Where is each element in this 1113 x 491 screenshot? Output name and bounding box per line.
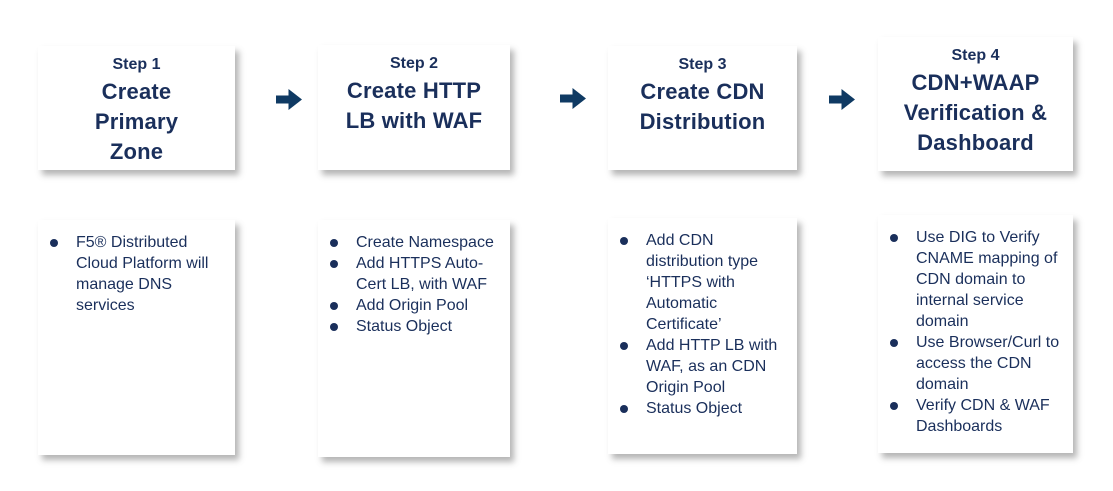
step-1-title: Create Primary Zone	[38, 77, 235, 167]
bullet-dot-icon	[330, 260, 338, 268]
step-2-title-line: LB with WAF	[345, 108, 483, 133]
bullet-text: Status Object	[356, 318, 453, 335]
step-1-bullet-list: F5® Distributed Cloud Platform will mana…	[38, 232, 229, 316]
step-2-details-box: Create Namespace Add HTTPS Auto-Cert LB,…	[318, 220, 510, 457]
bullet-text: Add Origin Pool	[356, 297, 469, 314]
step-4-title-line: Verification &	[903, 100, 1048, 125]
bullet-dot-icon	[890, 402, 898, 410]
step-3-title-line: Distribution	[639, 109, 766, 134]
step-1-label: Step 1	[112, 56, 161, 73]
bullet-dot-icon	[890, 339, 898, 347]
right-arrow-icon	[560, 87, 586, 110]
right-arrow-icon	[276, 88, 302, 111]
bullet-item: Use DIG to Verify CNAME mapping of CDN d…	[878, 227, 1067, 332]
bullet-dot-icon	[330, 302, 338, 310]
step-1-column: Step 1 Create Primary Zone F5® Distribut…	[38, 0, 235, 491]
step-2-title-line: Create HTTP	[346, 78, 482, 103]
bullet-text: Status Object	[646, 400, 743, 417]
step-3-label: Step 3	[678, 56, 727, 73]
bullet-item: Add HTTPS Auto-Cert LB, with WAF	[318, 253, 504, 295]
bullet-dot-icon	[620, 342, 628, 350]
step-2-bullet-list: Create Namespace Add HTTPS Auto-Cert LB,…	[318, 232, 504, 337]
bullet-dot-icon	[620, 405, 628, 413]
step-4-title-line: CDN+WAAP	[911, 70, 1040, 95]
step-4-title: CDN+WAAP Verification & Dashboard	[878, 68, 1073, 158]
step-3-header-box: Step 3 Create CDN Distribution	[608, 46, 797, 170]
bullet-item: Use Browser/Curl to access the CDN domai…	[878, 332, 1067, 395]
step-1-header-box: Step 1 Create Primary Zone	[38, 46, 235, 170]
step-4-details-box: Use DIG to Verify CNAME mapping of CDN d…	[878, 215, 1073, 453]
step-3-column: Step 3 Create CDN Distribution Add CDN d…	[608, 0, 797, 491]
bullet-dot-icon	[620, 237, 628, 245]
bullet-item: Status Object	[318, 316, 504, 337]
step-2-column: Step 2 Create HTTP LB with WAF Create Na…	[318, 0, 510, 491]
step-3-bullet-list: Add CDN distribution type ‘HTTPS with Au…	[608, 230, 791, 419]
step-1-details-box: F5® Distributed Cloud Platform will mana…	[38, 220, 235, 455]
step-4-header-box: Step 4 CDN+WAAP Verification & Dashboard	[878, 37, 1073, 171]
step-3-title-line: Create CDN	[640, 79, 765, 104]
bullet-text: Create Namespace	[356, 234, 494, 251]
step-3-title: Create CDN Distribution	[608, 77, 797, 137]
step-1-title-line: Create	[101, 79, 172, 104]
step-1-title-line: Primary	[94, 109, 179, 134]
bullet-dot-icon	[50, 239, 58, 247]
step-2-title: Create HTTP LB with WAF	[318, 76, 510, 136]
bullet-text: Add CDN distribution type ‘HTTPS with Au…	[646, 232, 759, 333]
step-4-label: Step 4	[951, 47, 1000, 64]
bullet-dot-icon	[330, 323, 338, 331]
bullet-dot-icon	[890, 234, 898, 242]
bullet-item: Add CDN distribution type ‘HTTPS with Au…	[608, 230, 791, 335]
step-1-title-line: Zone	[109, 139, 164, 164]
step-2-header-box: Step 2 Create HTTP LB with WAF	[318, 45, 510, 170]
bullet-item: Create Namespace	[318, 232, 504, 253]
bullet-text: Add HTTPS Auto-Cert LB, with WAF	[356, 255, 487, 293]
bullet-item: Verify CDN & WAF Dashboards	[878, 395, 1067, 437]
step-4-title-line: Dashboard	[917, 130, 1034, 155]
bullet-text: Use Browser/Curl to access the CDN domai…	[916, 334, 1060, 393]
bullet-text: Verify CDN & WAF Dashboards	[916, 397, 1050, 435]
bullet-item: F5® Distributed Cloud Platform will mana…	[38, 232, 229, 316]
step-2-label: Step 2	[389, 55, 438, 72]
bullet-item: Add HTTP LB with WAF, as an CDN Origin P…	[608, 335, 791, 398]
step-4-column: Step 4 CDN+WAAP Verification & Dashboard…	[878, 0, 1073, 491]
right-arrow-icon	[829, 88, 855, 111]
bullet-dot-icon	[330, 239, 338, 247]
bullet-item: Add Origin Pool	[318, 295, 504, 316]
step-4-bullet-list: Use DIG to Verify CNAME mapping of CDN d…	[878, 227, 1067, 437]
bullet-text: F5® Distributed Cloud Platform will mana…	[76, 234, 209, 314]
step-3-details-box: Add CDN distribution type ‘HTTPS with Au…	[608, 218, 797, 454]
bullet-text: Use DIG to Verify CNAME mapping of CDN d…	[916, 229, 1058, 330]
bullet-item: Status Object	[608, 398, 791, 419]
bullet-text: Add HTTP LB with WAF, as an CDN Origin P…	[646, 337, 778, 396]
